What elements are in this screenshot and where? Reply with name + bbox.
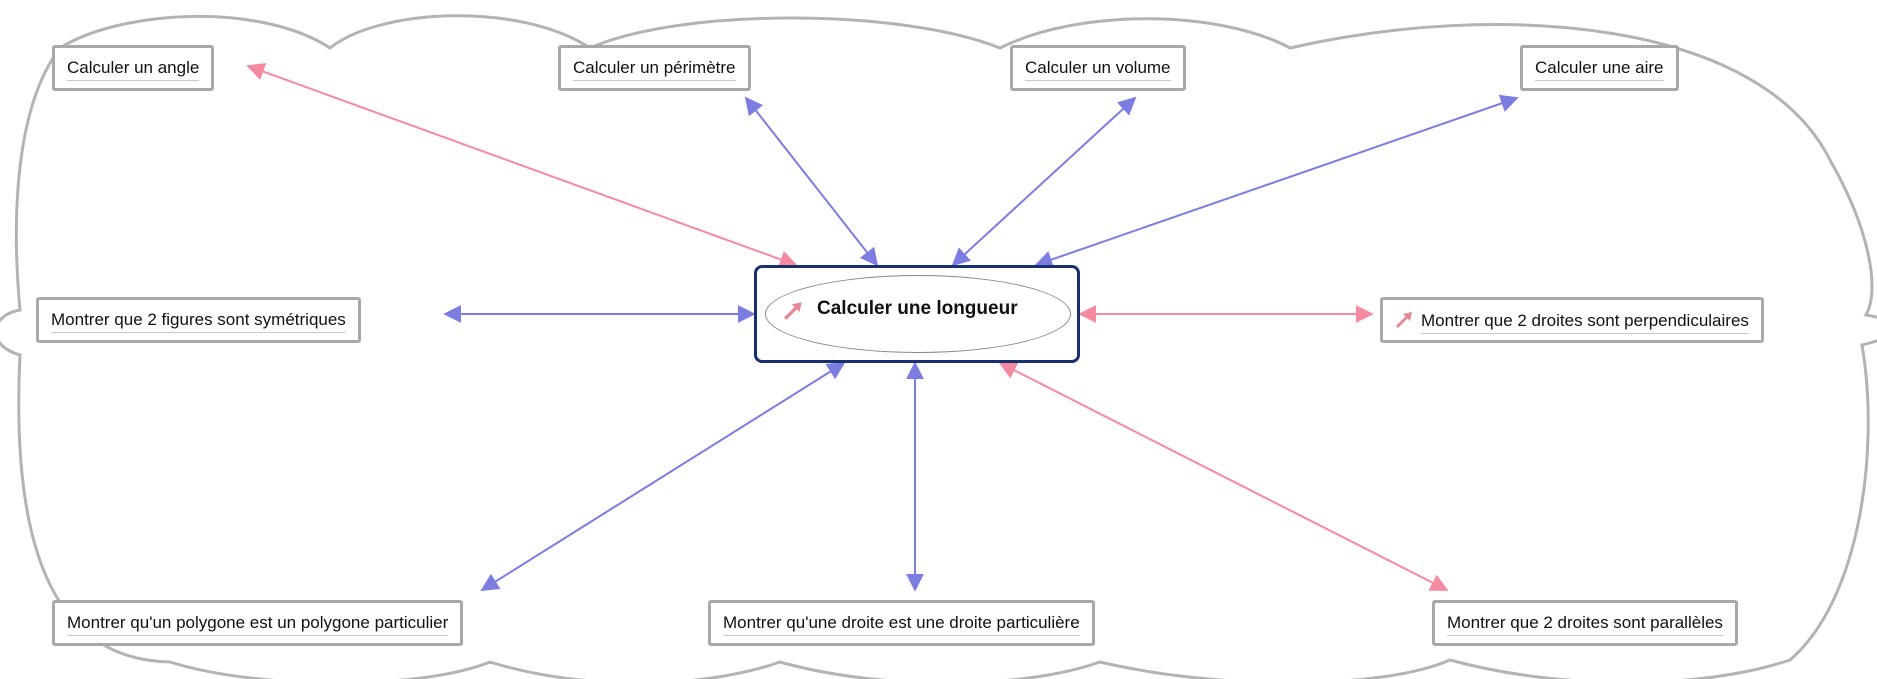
- node-calculer-un-angle[interactable]: Calculer un angle: [52, 45, 215, 91]
- link-polygone: [480, 362, 846, 591]
- link-angle: [246, 63, 798, 268]
- node-montrer-droites-paralleles[interactable]: Montrer que 2 droites sont parallèles: [1432, 600, 1738, 646]
- node-calculer-un-volume[interactable]: Calculer un volume: [1010, 45, 1186, 91]
- node-calculer-un-perimetre[interactable]: Calculer un périmètre: [558, 45, 751, 91]
- link-arrow-icon: [1395, 312, 1412, 329]
- node-label: Montrer qu'un polygone est un polygone p…: [67, 613, 449, 636]
- node-montrer-figures-symetriques[interactable]: Montrer que 2 figures sont symétriques: [36, 297, 361, 343]
- node-label: Montrer que 2 droites sont parallèles: [1447, 613, 1723, 636]
- link-aire: [1034, 94, 1519, 269]
- node-label: Montrer qu'une droite est une droite par…: [723, 613, 1080, 636]
- link-arrow-icon: [784, 302, 802, 320]
- central-node-calculer-une-longueur[interactable]: Calculer une longueur: [754, 265, 1080, 363]
- link-perimetre: [744, 96, 879, 267]
- central-node-ellipse: [765, 275, 1071, 353]
- node-label: Montrer que 2 droites sont perpendiculai…: [1421, 311, 1749, 334]
- node-montrer-droites-perpendiculaires[interactable]: Montrer que 2 droites sont perpendiculai…: [1380, 297, 1764, 343]
- node-label: Montrer que 2 figures sont symétriques: [51, 310, 346, 333]
- cloud-outline: [0, 14, 1877, 679]
- node-label: Calculer un périmètre: [573, 58, 736, 81]
- link-paralleles: [998, 362, 1449, 591]
- node-calculer-une-aire[interactable]: Calculer une aire: [1520, 45, 1679, 91]
- node-montrer-droite-particuliere[interactable]: Montrer qu'une droite est une droite par…: [708, 600, 1095, 646]
- central-node-label: Calculer une longueur: [817, 298, 1018, 319]
- node-label: Calculer un angle: [67, 58, 200, 81]
- node-label: Calculer une aire: [1535, 58, 1664, 81]
- node-montrer-polygone-particulier[interactable]: Montrer qu'un polygone est un polygone p…: [52, 600, 464, 646]
- node-label: Calculer un volume: [1025, 58, 1171, 81]
